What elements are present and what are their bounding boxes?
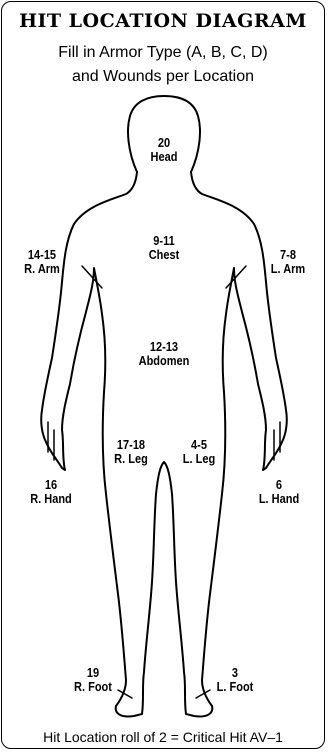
right-foot-name: R. Foot (67, 680, 118, 694)
left-arm-name: L. Arm (263, 262, 312, 276)
left-leg-name: L. Leg (177, 452, 221, 466)
left-arm-roll: 7-8 (263, 248, 312, 262)
body-outline (2, 2, 325, 749)
abdomen-roll: 12-13 (133, 340, 195, 354)
chest-name: Chest (137, 248, 192, 262)
left-leg-roll: 4-5 (177, 438, 221, 452)
chest-label: 9-11 Chest (137, 234, 192, 262)
right-hand-label: 16 R. Hand (25, 478, 76, 506)
left-arm-label: 7-8 L. Arm (263, 248, 312, 276)
left-foot-roll: 3 (209, 666, 260, 680)
left-foot-label: 3 L. Foot (209, 666, 260, 694)
left-hand-name: L. Hand (253, 492, 304, 506)
head-roll: 20 (142, 136, 186, 150)
right-arm-label: 14-15 R. Arm (17, 248, 66, 276)
critical-hit-note: Hit Location roll of 2 = Critical Hit AV… (2, 729, 324, 745)
chest-roll: 9-11 (137, 234, 192, 248)
left-hand-roll: 6 (253, 478, 304, 492)
abdomen-name: Abdomen (133, 354, 195, 368)
abdomen-label: 12-13 Abdomen (133, 340, 195, 368)
right-hand-roll: 16 (25, 478, 76, 492)
right-hand-name: R. Hand (25, 492, 76, 506)
left-leg-label: 4-5 L. Leg (177, 438, 221, 466)
head-label: 20 Head (142, 136, 186, 164)
right-leg-roll: 17-18 (109, 438, 153, 452)
right-leg-name: R. Leg (109, 452, 153, 466)
left-hand-label: 6 L. Hand (253, 478, 304, 506)
right-arm-roll: 14-15 (17, 248, 66, 262)
right-leg-label: 17-18 R. Leg (109, 438, 153, 466)
head-name: Head (142, 150, 186, 164)
right-foot-label: 19 R. Foot (67, 666, 118, 694)
right-foot-roll: 19 (67, 666, 118, 680)
left-foot-name: L. Foot (209, 680, 260, 694)
right-arm-name: R. Arm (17, 262, 66, 276)
